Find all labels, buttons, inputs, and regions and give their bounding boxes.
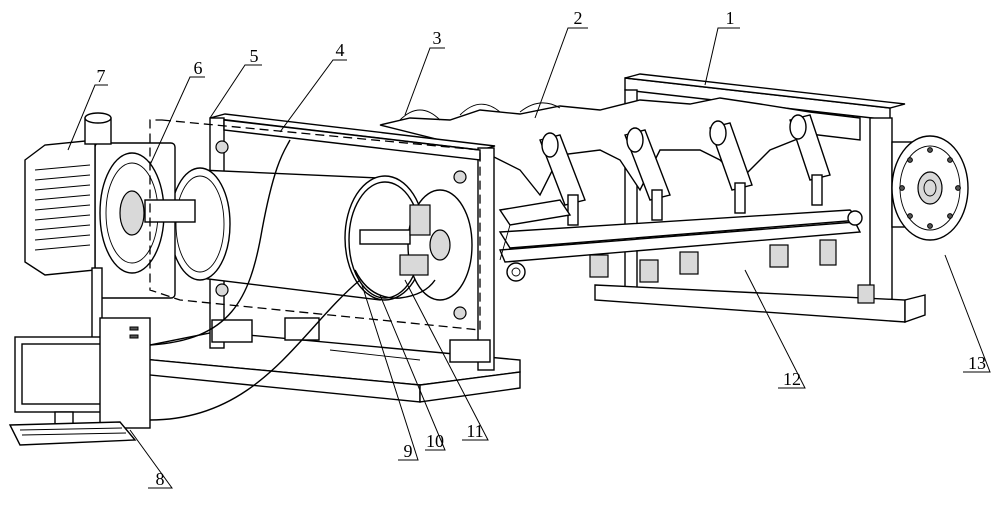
- idler-1: [539, 132, 586, 226]
- label-3: 3: [433, 28, 442, 48]
- label-12: 12: [783, 369, 801, 389]
- return-rail-12: [498, 199, 863, 283]
- idler-4: [789, 114, 831, 206]
- label-13: 13: [968, 353, 986, 373]
- idler-2: [624, 127, 671, 221]
- label-4: 4: [336, 40, 345, 60]
- dashed-boundary: [149, 119, 481, 331]
- motor-7: [24, 112, 112, 349]
- label-11: 11: [466, 421, 483, 441]
- label-5: 5: [250, 46, 259, 66]
- label-10: 10: [426, 431, 444, 451]
- end-motor-13: [891, 135, 969, 241]
- label-9: 9: [404, 441, 413, 461]
- label-2: 2: [574, 8, 583, 28]
- computer-8: [8, 317, 151, 446]
- label-8: 8: [156, 469, 165, 489]
- coupling-6: [94, 142, 196, 299]
- cables: [149, 139, 361, 421]
- idler-3: [709, 120, 753, 214]
- label-1: 1: [726, 8, 735, 28]
- label-7: 7: [97, 66, 106, 86]
- drum-frame-5: [209, 113, 496, 371]
- callout-labels: 1 2 3 4 5 6 7 8 9 10 11 12 13: [97, 8, 987, 489]
- base-plate: [99, 331, 521, 403]
- label-6: 6: [194, 58, 203, 78]
- leader-lines: [67, 27, 991, 489]
- idler-set: [539, 114, 831, 226]
- sensor-assembly: [348, 181, 473, 301]
